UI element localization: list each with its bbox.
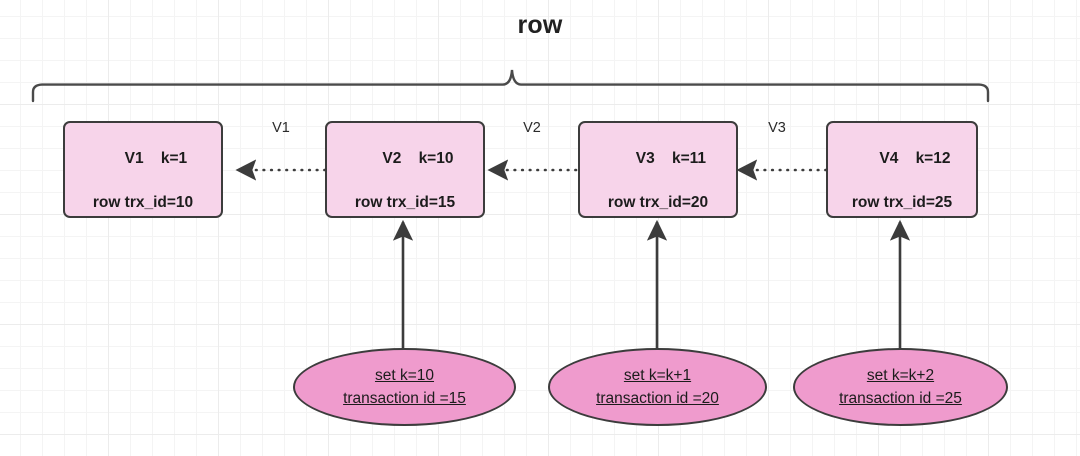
version-box-v1-key: k=1	[160, 149, 188, 167]
version-box-v3-version: V3	[635, 149, 655, 167]
version-box-v3-key: k=11	[671, 149, 707, 167]
undo-pointer-label-v3: V3	[757, 120, 797, 136]
version-box-v4-header: V4 k=12	[854, 126, 951, 192]
version-box-v2-header: V2 k=10	[357, 126, 454, 192]
version-box-v4-version: V4	[879, 149, 899, 167]
version-box-v3[interactable]: V3 k=11 row trx_id=20	[578, 121, 738, 218]
version-box-v2[interactable]: V2 k=10 row trx_id=15	[325, 121, 485, 218]
page-title: row	[517, 11, 563, 39]
transaction-ellipse-t20-id: transaction id =20	[596, 390, 719, 407]
undo-pointer-label-v2: V2	[512, 120, 552, 136]
version-box-v2-key: k=10	[418, 149, 454, 167]
undo-pointer-label-v2-text: V2	[523, 120, 541, 136]
transaction-ellipse-t25-id: transaction id =25	[839, 390, 962, 407]
version-box-v1[interactable]: V1 k=1 row trx_id=10	[63, 121, 223, 218]
version-box-v1-header: V1 k=1	[99, 126, 188, 192]
spacer	[898, 150, 915, 167]
version-box-v3-header: V3 k=11	[610, 126, 706, 192]
transaction-ellipse-t20-statement: set k=k+1	[623, 366, 692, 384]
spacer	[655, 150, 672, 167]
undo-pointer-label-v3-text: V3	[768, 120, 786, 136]
transaction-ellipse-t15-id: transaction id =15	[343, 390, 466, 407]
version-box-v1-trx: row trx_id=10	[92, 193, 194, 211]
spacer	[144, 150, 161, 167]
transaction-ellipse-t25[interactable]: set k=k+2 transaction id =25	[793, 348, 1008, 426]
version-box-v4-key: k=12	[915, 149, 951, 167]
row-brace	[31, 69, 990, 103]
undo-pointer-label-v1-text: V1	[272, 120, 290, 136]
spacer	[401, 150, 418, 167]
version-box-v4-trx: row trx_id=25	[851, 193, 953, 211]
version-box-v3-trx: row trx_id=20	[607, 193, 709, 211]
transaction-ellipse-t25-statement: set k=k+2	[866, 366, 935, 384]
version-box-v1-version: V1	[124, 149, 144, 167]
transaction-ellipse-t15-statement: set k=10	[374, 366, 435, 384]
undo-pointer-label-v1: V1	[261, 120, 301, 136]
transaction-ellipse-t20[interactable]: set k=k+1 transaction id =20	[548, 348, 767, 426]
transaction-ellipse-t15[interactable]: set k=10 transaction id =15	[293, 348, 516, 426]
version-box-v2-trx: row trx_id=15	[354, 193, 456, 211]
version-box-v2-version: V2	[382, 149, 402, 167]
version-box-v4[interactable]: V4 k=12 row trx_id=25	[826, 121, 978, 218]
